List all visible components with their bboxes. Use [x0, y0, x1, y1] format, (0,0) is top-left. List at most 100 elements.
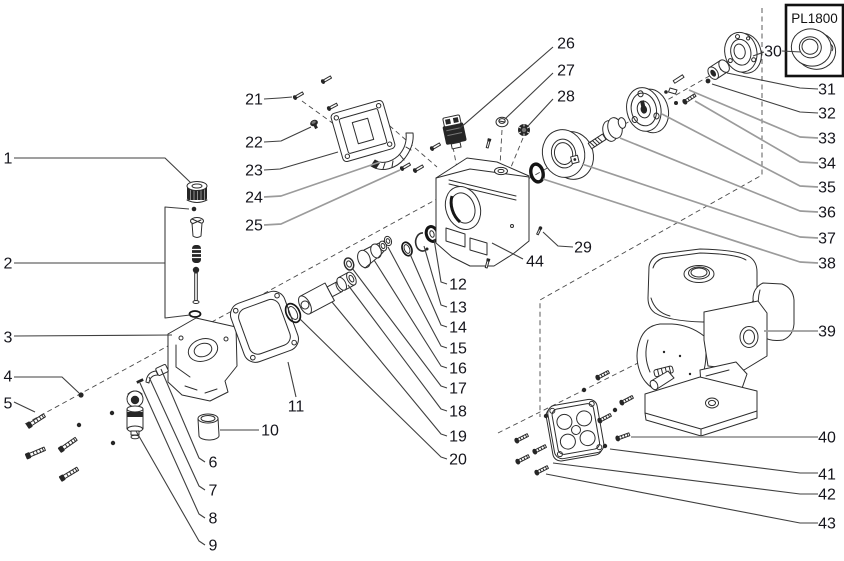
part-plug-22 — [310, 119, 318, 130]
callout-16: 16 — [449, 361, 467, 378]
callout-18: 18 — [449, 404, 467, 421]
part-outlet-valve — [126, 390, 144, 440]
leader-line-5 — [13, 401, 36, 413]
leader-line-18 — [347, 284, 448, 412]
leader-line-23 — [263, 151, 339, 171]
leader-line-20 — [298, 317, 448, 460]
callout-6: 6 — [209, 455, 218, 472]
leader-line-16 — [373, 259, 448, 369]
callout-44: 44 — [526, 254, 544, 271]
leader-line-30 — [781, 50, 802, 53]
callout-39: 39 — [818, 324, 836, 341]
part-ball-32 — [705, 78, 711, 84]
leader-line-38 — [542, 178, 819, 264]
leader-line-22 — [263, 126, 312, 143]
leader-line-33 — [688, 89, 819, 139]
callout-28: 28 — [557, 89, 575, 106]
leader-line-9 — [135, 430, 206, 546]
part-pressure-switch — [442, 114, 467, 150]
callout-33: 33 — [818, 131, 836, 148]
leader-line-12 — [433, 238, 448, 285]
leader-line-14 — [409, 253, 448, 328]
callout-37: 37 — [818, 231, 836, 248]
part-snap-ring-13 — [414, 232, 429, 252]
part-cylinder-sleeve — [197, 413, 220, 441]
callout-19: 19 — [449, 429, 467, 446]
callout-1: 1 — [4, 151, 13, 168]
part-valve-stack — [188, 206, 204, 318]
part-oring-38 — [529, 162, 545, 184]
callout-2: 2 — [4, 256, 13, 273]
leader-line-1 — [14, 157, 192, 184]
part-knurled-plug-28 — [518, 124, 530, 136]
part-plug-27 — [495, 116, 509, 128]
part-bushing-31 — [707, 59, 730, 80]
callout-3: 3 — [4, 330, 13, 347]
leader-line-6 — [160, 368, 206, 463]
callout-11: 11 — [288, 399, 305, 416]
inset-model-label: PL1800 — [791, 11, 838, 26]
callout-38: 38 — [818, 256, 836, 273]
leader-line-37 — [581, 163, 819, 239]
leader-line-34 — [694, 100, 819, 164]
leader-line-21 — [263, 96, 293, 100]
part-pulley-35 — [626, 87, 670, 134]
leader-line-7 — [148, 376, 206, 491]
callout-10: 10 — [261, 423, 279, 440]
part-gland-16 — [357, 240, 388, 269]
callout-17: 17 — [449, 381, 467, 398]
part-bearing-retainer-37 — [541, 129, 594, 180]
leader-line-43 — [545, 473, 818, 524]
part-key-33 — [664, 74, 685, 105]
callout-27: 27 — [557, 63, 575, 80]
callout-9: 9 — [209, 538, 218, 555]
part-oring-14 — [401, 241, 413, 257]
callout-29: 29 — [574, 240, 592, 257]
part-clip — [145, 370, 159, 384]
part-solenoid-box — [330, 99, 396, 163]
callout-24: 24 — [245, 190, 263, 207]
callout-5: 5 — [4, 396, 13, 413]
leader-line-30 — [752, 51, 765, 57]
part-oring-20 — [284, 302, 302, 324]
leader-line-13 — [423, 245, 448, 308]
callout-25: 25 — [245, 218, 263, 235]
leader-line-36 — [619, 137, 819, 213]
callout-42: 42 — [818, 487, 836, 504]
callout-32: 32 — [818, 106, 836, 123]
small-balls — [76, 392, 116, 446]
callout-23: 23 — [245, 163, 263, 180]
leader-line-17 — [351, 267, 448, 389]
callout-20: 20 — [449, 452, 467, 469]
callout-26: 26 — [557, 36, 575, 53]
leader-line-27 — [504, 72, 554, 120]
leader-line-8 — [139, 382, 206, 519]
engine-mount-screws — [512, 368, 635, 477]
callout-7: 7 — [209, 483, 218, 500]
callout-34: 34 — [818, 156, 836, 173]
callout-43: 43 — [818, 516, 836, 533]
part-pump-housing — [435, 138, 530, 269]
callout-35: 35 — [818, 180, 836, 197]
part-engine — [636, 248, 795, 437]
leader-line-2 — [164, 206, 191, 319]
inset-box: PL1800 — [784, 3, 844, 78]
leader-line-15 — [387, 246, 448, 349]
leader-line-28 — [527, 98, 554, 127]
leader-line-31 — [726, 72, 819, 90]
callout-22: 22 — [245, 135, 263, 152]
callout-8: 8 — [209, 511, 218, 528]
leader-line-41 — [609, 448, 818, 474]
leader-line-25 — [263, 169, 401, 226]
callout-15: 15 — [449, 341, 467, 358]
part-pin — [136, 378, 144, 384]
inset-bushing — [790, 28, 837, 70]
callout-13: 13 — [449, 300, 467, 317]
callout-36: 36 — [818, 205, 836, 222]
leader-line-26 — [458, 46, 554, 130]
callout-41: 41 — [818, 467, 836, 484]
leader-line-44 — [491, 242, 524, 260]
part-manifold — [167, 317, 238, 402]
